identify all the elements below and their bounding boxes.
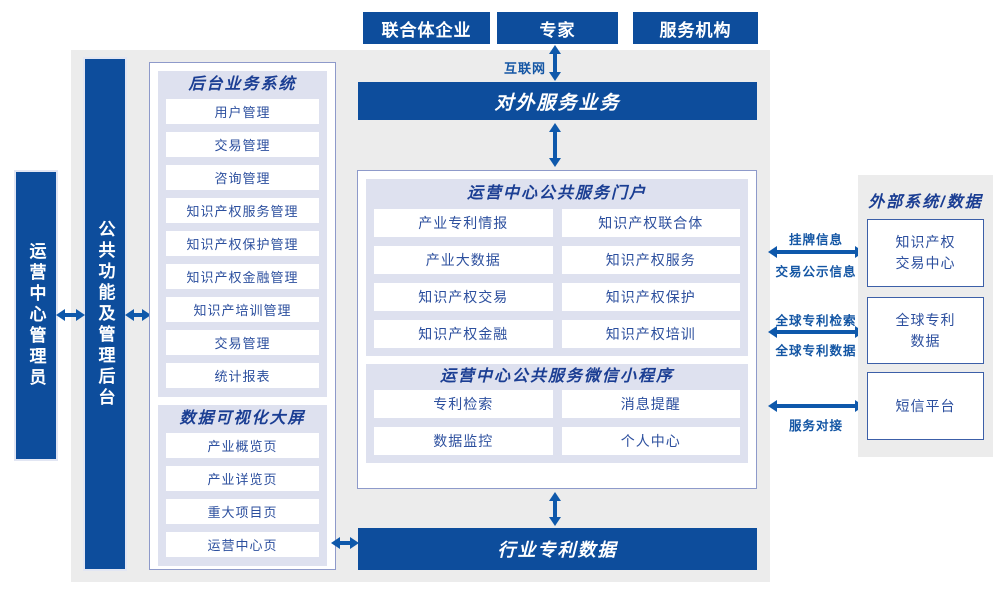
dashboard-item-major-project: 重大项目页 [166, 499, 319, 524]
portal-item-ip-trade: 知识产权交易 [374, 283, 553, 311]
arrow-shaft [553, 54, 557, 72]
mini-item-personal-center: 个人中心 [561, 427, 740, 455]
double-arrow-dashboard-data-icon [331, 537, 359, 549]
arrow-head-up-icon [549, 123, 561, 132]
portal-item-ip-service: 知识产权服务 [561, 246, 740, 274]
arrow-head-left-icon [768, 400, 777, 412]
industry-patent-data-bar: 行业专利数据 [358, 528, 757, 570]
arrow-shaft [553, 501, 557, 517]
arrow-shaft [340, 541, 350, 545]
external-service-bar: 对外服务业务 [358, 82, 757, 120]
operation-center-admin-box: 运营中心管理员 [14, 170, 58, 461]
arrow-head-up-icon [549, 492, 561, 501]
arrow-head-down-icon [549, 517, 561, 526]
backend-item-ip-service-mgmt: 知识产权服务管理 [166, 198, 319, 223]
link-label-global-patent-search: 全球专利检索 [775, 314, 857, 328]
arrow-shaft [777, 250, 855, 254]
backend-item-ip-protection-mgmt: 知识产权保护管理 [166, 231, 319, 256]
mini-item-data-monitor: 数据监控 [374, 427, 553, 455]
backend-item-trade-mgmt-2: 交易管理 [166, 330, 319, 355]
actor-service-agency-label: 服务机构 [659, 20, 732, 40]
center-panel: 运营中心公共服务门户 产业专利情报 知识产权联合体 产业大数据 知识产权服务 知… [357, 170, 757, 489]
arrow-shaft [777, 404, 855, 408]
portal-group: 运营中心公共服务门户 产业专利情报 知识产权联合体 产业大数据 知识产权服务 知… [366, 179, 748, 356]
portal-item-ip-training: 知识产权培训 [561, 320, 740, 348]
backend-system-title: 后台业务系统 [188, 76, 297, 93]
backend-item-stat-report: 统计报表 [166, 363, 319, 388]
mini-item-patent-search: 专利检索 [374, 390, 553, 418]
miniprogram-group: 运营中心公共服务微信小程序 专利检索 消息提醒 数据监控 个人中心 [366, 364, 748, 463]
arrow-head-up-icon [549, 45, 561, 54]
external-service-bar-label: 对外服务业务 [494, 92, 621, 114]
operation-center-admin-label: 运营中心管理员 [26, 242, 46, 389]
double-arrow-global-patent-icon [768, 325, 864, 339]
link-label-global-patent-data: 全球专利数据 [775, 344, 857, 358]
arrow-head-left-icon [768, 246, 777, 258]
arrow-head-left-icon [768, 326, 777, 338]
portal-title: 运营中心公共服务门户 [466, 185, 647, 202]
portal-item-ip-union: 知识产权联合体 [561, 209, 740, 237]
backend-item-consult-mgmt: 咨询管理 [166, 165, 319, 190]
actor-union-enterprise: 联合体企业 [363, 12, 490, 44]
backend-system-group: 后台业务系统 用户管理 交易管理 咨询管理 知识产权服务管理 知识产权保护管理 … [158, 71, 327, 397]
actor-expert: 专家 [497, 12, 618, 44]
miniprogram-title: 运营中心公共服务微信小程序 [439, 368, 674, 385]
double-arrow-admin-backend-icon [56, 309, 85, 321]
arrow-head-left-icon [56, 309, 65, 321]
backend-item-user-mgmt: 用户管理 [166, 99, 319, 124]
arrow-head-down-icon [549, 72, 561, 81]
arrow-head-right-icon [76, 309, 85, 321]
portal-item-ip-protection: 知识产权保护 [561, 283, 740, 311]
arrow-shaft [65, 313, 76, 317]
miniprogram-grid: 专利检索 消息提醒 数据监控 个人中心 [374, 390, 740, 455]
arrow-head-right-icon [350, 537, 359, 549]
double-arrow-trade-center-icon [768, 245, 864, 259]
backend-item-ip-training-mgmt: 知识产培训管理 [166, 297, 319, 322]
external-systems-title: 外部系统/数据 [868, 194, 983, 211]
arrow-head-down-icon [549, 158, 561, 167]
external-system-global-patent-data: 全球专利 数据 [867, 297, 984, 364]
mini-item-message-alert: 消息提醒 [561, 390, 740, 418]
dashboard-item-industry-detail: 产业详览页 [166, 466, 319, 491]
link-label-trade-public-info: 交易公示信息 [775, 265, 857, 279]
actor-union-enterprise-label: 联合体企业 [381, 20, 472, 40]
portal-grid: 产业专利情报 知识产权联合体 产业大数据 知识产权服务 知识产权交易 知识产权保… [374, 209, 740, 348]
dashboard-item-industry-overview: 产业概览页 [166, 433, 319, 458]
double-arrow-portal-to-data-icon [549, 492, 561, 526]
public-function-backend-label: 公共功能及管理后台 [95, 219, 115, 409]
external-system-ip-trade-center: 知识产权 交易中心 [867, 219, 984, 287]
dashboard-item-operation-center: 运营中心页 [166, 532, 319, 557]
portal-item-patent-intel: 产业专利情报 [374, 209, 553, 237]
external-system-sms-platform: 短信平台 [867, 372, 984, 440]
double-arrow-backend-panel-icon [125, 309, 151, 321]
actor-service-agency: 服务机构 [633, 12, 758, 44]
backend-item-trade-mgmt: 交易管理 [166, 132, 319, 157]
portal-item-industry-bigdata: 产业大数据 [374, 246, 553, 274]
arrow-head-left-icon [125, 309, 134, 321]
backend-item-ip-finance-mgmt: 知识产权金融管理 [166, 264, 319, 289]
public-function-backend-bar: 公共功能及管理后台 [83, 57, 127, 571]
link-label-service-connect: 服务对接 [788, 419, 843, 433]
external-systems-panel: 外部系统/数据 知识产权 交易中心 全球专利 数据 短信平台 [858, 175, 993, 457]
arrow-head-right-icon [142, 309, 151, 321]
double-arrow-internet-icon [549, 45, 561, 81]
dashboard-group: 数据可视化大屏 产业概览页 产业详览页 重大项目页 运营中心页 [158, 405, 327, 566]
arrow-shaft [777, 330, 855, 334]
double-arrow-sms-icon [768, 399, 864, 413]
industry-patent-data-label: 行业专利数据 [497, 540, 618, 560]
arrow-shaft [553, 132, 557, 158]
actor-expert-label: 专家 [539, 20, 576, 40]
arrow-head-left-icon [331, 537, 340, 549]
link-label-listing-info: 挂牌信息 [788, 233, 843, 247]
dashboard-title: 数据可视化大屏 [179, 410, 306, 427]
left-panel: 后台业务系统 用户管理 交易管理 咨询管理 知识产权服务管理 知识产权保护管理 … [149, 62, 336, 570]
double-arrow-bar-to-portal-icon [549, 123, 561, 167]
portal-item-ip-finance: 知识产权金融 [374, 320, 553, 348]
internet-label: 互联网 [503, 61, 546, 76]
arrow-shaft [134, 313, 142, 317]
